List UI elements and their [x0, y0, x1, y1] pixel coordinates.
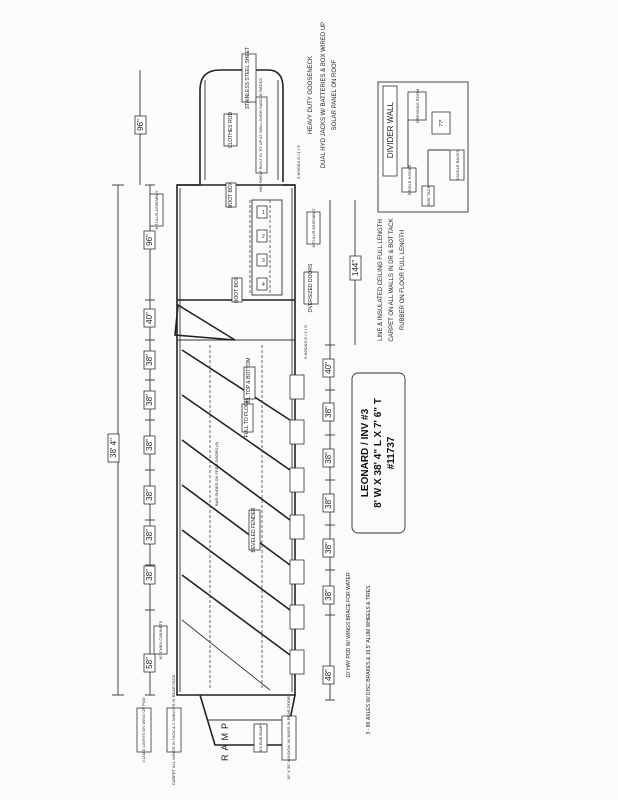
rubber-floor-note: RUBBER ON FLOOR FULL LENGTH: [400, 230, 406, 330]
stall-width-label: 38": [145, 569, 154, 581]
stall-dividers: [181, 349, 291, 691]
solar-note: SOLAR PANEL ON ROOF: [332, 59, 338, 130]
carpet-walls-note: CARPET ON ALL WALLS IN DR & BOT TACK: [389, 218, 395, 341]
stall-width-label: 38": [145, 489, 154, 501]
title-line-1: LEONARD / INV #3: [360, 408, 371, 497]
left-dimension-line: [112, 70, 155, 696]
lined-insulated-note: LINE & INSULATED CEILING FULL LENGTH: [378, 219, 384, 341]
stall-number-4: 4: [262, 282, 265, 288]
hat-shelf-label: HAT SHELF BUILT IN TO UP AT WALL OVER SA…: [258, 78, 263, 192]
dressing-width-label: 96": [145, 234, 154, 246]
right-dimension-labels: 144" 40" 38" 38" 38" 38" 38" 48": [322, 255, 362, 685]
left-dimension-labels: 38' 4" 96" 96" 40" 38" 38" 38" 38": [107, 115, 156, 673]
saddle-rack-block: [249, 199, 283, 296]
title-line-3: #11737: [386, 436, 397, 469]
bar-shoes-label: BAR SHOES ON FEED DOORS (6): [214, 441, 219, 506]
hooks-bottom-label: 5 HOOKS G / 1 / S: [303, 325, 308, 359]
tack-wedge: [174, 303, 236, 341]
stall-width-label: 38": [324, 452, 333, 464]
stall-width-label: 38": [145, 529, 154, 541]
tack-width-label: 40": [145, 312, 154, 324]
kitchen-cabinets-label: KITCHEN CABINETS: [158, 620, 163, 659]
stall-width-label: 38": [145, 439, 154, 451]
stall-width-label: 38": [324, 589, 333, 601]
stall-number-1: 1: [262, 210, 265, 216]
boot-box-mid-label: BOOT BOX: [234, 276, 240, 303]
kitulus-left-label: KITULUS ASSEMBLY: [154, 190, 159, 229]
gooseneck-note: HEAVY DUTY GOOSENECK: [308, 56, 314, 134]
boot-box-top-label: BOOT BOX: [228, 181, 234, 208]
window-bar-label: 16" X 30" WINDOW W/ BARS IN REAR DOOR: [286, 696, 291, 780]
gooseneck-outline: [199, 69, 284, 185]
ramp-rub-label: 5/4 RUB RAMP: [258, 724, 263, 752]
beveled-fender-label: BEVELED FENDER: [251, 507, 257, 552]
stall-number-2: 2: [262, 234, 265, 240]
clothes-rod-label: CLOTHES ROD: [228, 112, 234, 149]
stall-width-label: 38": [145, 354, 154, 366]
side-windows: [289, 374, 305, 675]
gooseneck-width-label: 96": [136, 119, 145, 131]
hyd-jacks-note: DUAL HYD JACKS W/ BATTERIES & BOX WIRED …: [321, 22, 327, 168]
stall-number-3: 3: [262, 258, 265, 264]
axles-label: 3 - 8K AXLES W/ DISC BRAKES & 19.5" ALUM…: [366, 585, 372, 735]
divider-wall-label: DIVIDER WALL: [386, 101, 395, 158]
body-outline: [176, 184, 296, 696]
dressing-room-label: DRESSING ROOM: [415, 89, 420, 123]
hay-pod-label: 10' HAY POD W/ WINGS BRACE FOR WATER: [346, 572, 352, 678]
rear-left-width-label: 58": [145, 657, 154, 669]
full-top-bottom-label: FULL TOP & BOTTOM: [246, 358, 252, 409]
stall-width-label: 38": [324, 497, 333, 509]
divider-wall-inset: DIVIDER WALL DRESSING ROOM ??* BRIDLE HO…: [377, 81, 469, 213]
kitulus-right-label: KITULUS ASSEMBLY: [311, 208, 316, 247]
ramp-label: RAMP: [220, 719, 230, 761]
full-to-floor-label: FULL TO FLOOR: [244, 398, 250, 437]
hooks-gs-label: 5 HOOKS G / 1 / S: [296, 145, 301, 179]
title-line-2: 8' W X 38' 4" L X 7' 6" T: [373, 398, 384, 508]
dressing-length-label: 144": [351, 260, 360, 276]
saddle-racks-label: SADDLE RACKS: [455, 149, 460, 180]
rear-right-width-label: 48": [324, 669, 333, 681]
oversized-doors-label: OVERSIZED DOORS: [308, 263, 314, 312]
stall-width-label: 40": [324, 362, 333, 374]
carpet-wings-label: CARPET ALL WINGS IN TACK & 2 SHELVES IN …: [171, 675, 176, 786]
side-tack-label: SIDE TACK: [426, 185, 431, 206]
bridle-hooks-label: BRIDLE HOOKS: [407, 165, 412, 195]
qqq-label: ??*: [439, 119, 445, 127]
rear-lights-label: 2 LOAD LIGHTS ON WING OF POD: [141, 697, 146, 762]
stall-width-label: 38": [324, 542, 333, 554]
stainless-sheet-label: STAINLESS STEEL SHEET: [245, 47, 251, 109]
title-block: LEONARD / INV #3 8' W X 38' 4" L X 7' 6"…: [351, 372, 406, 534]
stall-width-label: 38": [324, 406, 333, 418]
stall-width-label: 38": [145, 394, 154, 406]
overall-length-label: 38' 4": [109, 438, 118, 458]
